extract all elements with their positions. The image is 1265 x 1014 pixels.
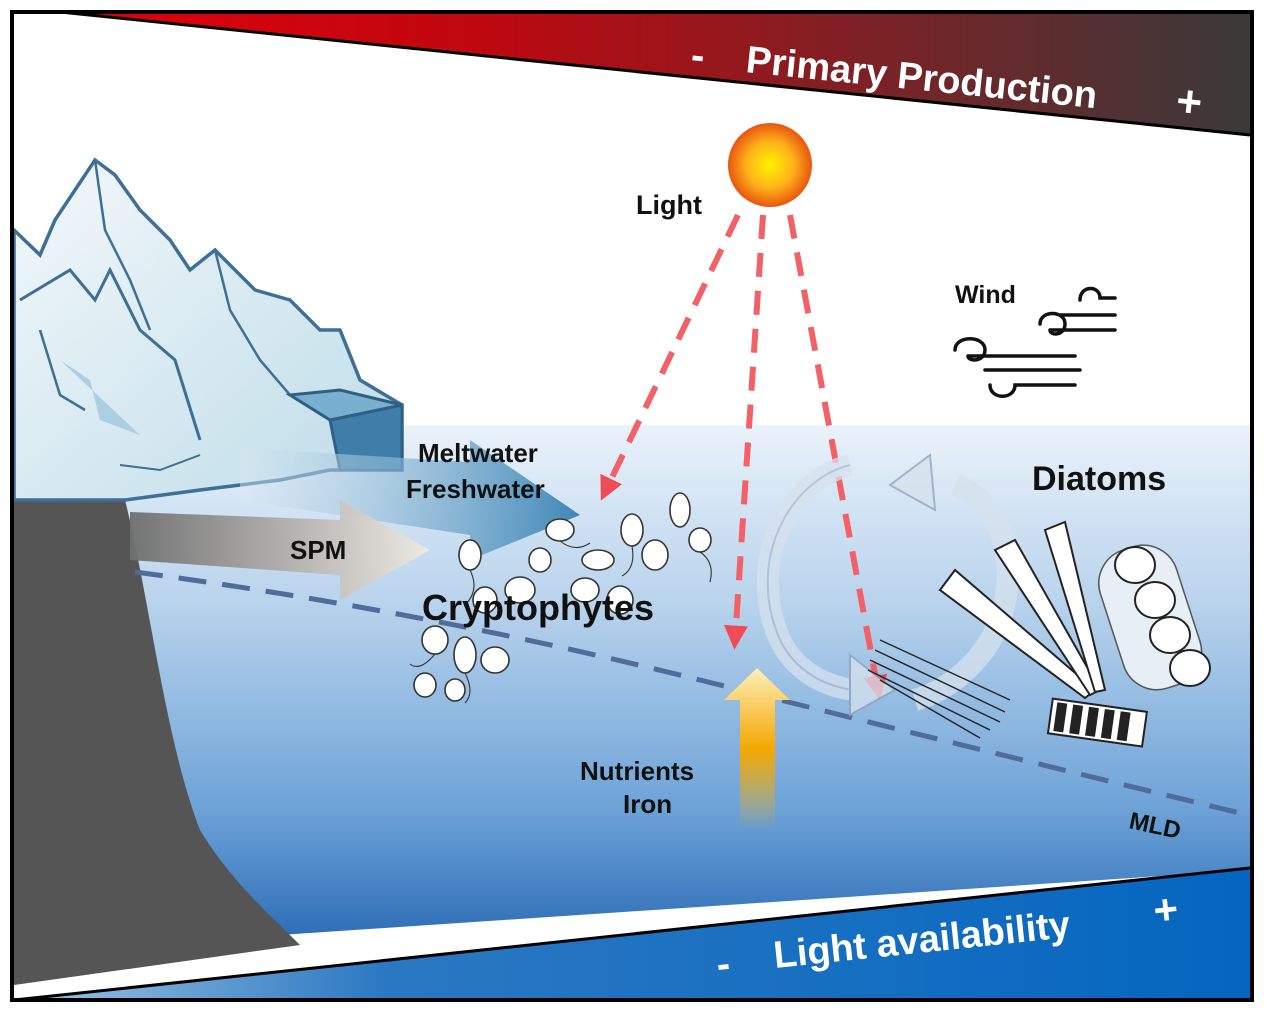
meltwater-arrow [240,440,580,560]
light-ray-1 [600,213,741,501]
light-ray-3 [787,214,888,700]
cryptophytes-label: Cryptophytes [422,587,654,628]
freshwater-label: Freshwater [406,474,545,504]
nutrient-arrow [724,668,790,830]
iron-label: Iron [623,789,672,819]
mld-line [134,569,1249,818]
sun-icon [728,123,812,207]
spm-label: SPM [290,535,346,565]
primary-production-minus: - [689,33,707,78]
light-availability-plus: + [1151,885,1180,934]
primary-production-plus: + [1174,76,1205,127]
wind-label: Wind [955,281,1016,309]
meltwater-label: Meltwater [418,438,538,468]
diatoms-label: Diatoms [1032,460,1166,498]
rock-seabed [14,500,300,985]
nutrients-label: Nutrients [580,756,694,786]
light-label: Light [636,190,702,220]
light-availability-minus: - [714,942,732,987]
top-band-edge [59,10,1251,137]
spm-arrow [130,500,430,600]
glacier-icon [12,157,404,502]
light-ray-2 [723,214,766,650]
diatom-cells-icon [867,520,1211,748]
frame-border [10,10,1254,1002]
bottom-band-edge [13,866,1251,1002]
cryptophyte-cells-icon [409,492,712,704]
wind-icon [953,286,1117,398]
